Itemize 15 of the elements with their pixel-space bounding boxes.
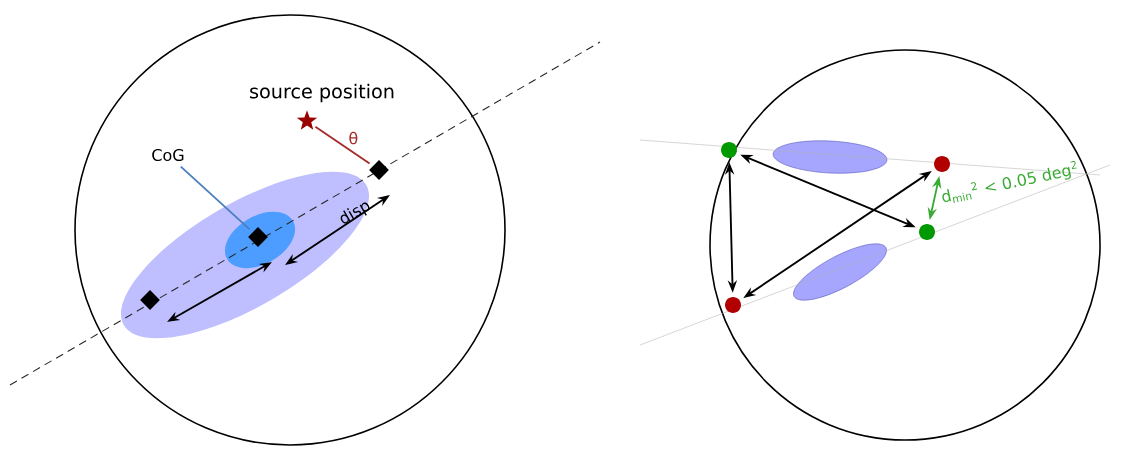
edge-label: d$_{min}$$^{2}$ < 0.05 deg$^{2}$ <box>942 161 1077 203</box>
dot-marker <box>934 156 950 172</box>
connector-line <box>314 125 371 165</box>
dot-marker <box>721 142 737 158</box>
dot-marker <box>919 224 935 240</box>
node-caption: source position <box>250 83 394 103</box>
point-marker <box>369 160 389 180</box>
star-marker <box>296 110 318 130</box>
leader-line <box>179 165 251 231</box>
edge-label: θ <box>349 131 358 145</box>
dot-marker <box>725 297 741 313</box>
node-label: CoG <box>152 148 184 162</box>
point-marker <box>248 227 268 247</box>
dimension-label: disp <box>340 202 370 224</box>
point-marker <box>140 290 160 310</box>
